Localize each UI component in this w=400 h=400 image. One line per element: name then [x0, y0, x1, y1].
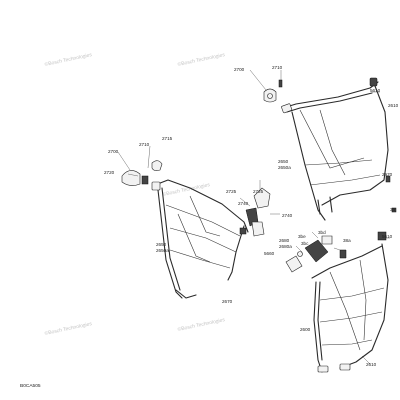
upper-right-door-frame [281, 77, 389, 221]
watermark: ©Bosch Technologies [44, 320, 93, 337]
watermark: ©Bosch Technologies [177, 51, 226, 68]
callout-label: 2740 [238, 201, 249, 206]
callout-label: 2680a [279, 244, 292, 249]
callout-label: 2715 [162, 136, 173, 141]
upper-hinge-parts [249, 69, 380, 103]
callout-label: 3bd [318, 230, 326, 235]
watermark-group: ©Bosch Technologies ©Bosch Technologies … [44, 51, 226, 337]
callout-label: 3be [298, 234, 306, 239]
drawing-code: B0CA505 [20, 383, 41, 389]
callout-label: 2725 [226, 189, 237, 194]
watermark: ©Bosch Technologies [177, 316, 226, 333]
callout-label: 2725 [253, 189, 264, 194]
callout-label: 5610 [370, 88, 381, 93]
left-hinge-parts [117, 145, 163, 186]
callout-label: 2650 [278, 159, 289, 164]
callout-label: 2700 [108, 149, 119, 154]
callout-label: 38a [343, 238, 351, 243]
latch-handle-parts [239, 180, 280, 237]
watermark: ©Bosch Technologies [44, 51, 93, 68]
callout-label: 2650 [156, 242, 167, 247]
lock-parts [285, 231, 347, 273]
callout-label: 2700 [234, 67, 245, 72]
callout-label: 2650a [156, 248, 169, 253]
callout-label: 3a [390, 207, 396, 212]
callout-label: 5660 [264, 251, 275, 256]
callout-label: 2670 [382, 172, 393, 177]
watermark: ©Bosch Technologies [162, 181, 211, 198]
callout-labels: 2700 2710 5610 2610 2650 2650a 2700 2710… [104, 65, 399, 367]
callout-label: 2600 [300, 327, 311, 332]
callout-label: 2610 [388, 103, 399, 108]
callout-label: 2610 [366, 362, 377, 367]
callout-label: 2670 [222, 299, 233, 304]
lower-right-door-frame [311, 231, 390, 373]
callout-label: 2680 [279, 238, 290, 243]
callout-label: 2710 [272, 65, 283, 70]
callout-label: 2720 [104, 170, 115, 175]
right-edge-parts [383, 172, 397, 213]
callout-label: 3bc [301, 241, 309, 246]
left-door-frame [151, 179, 249, 299]
callout-label: 2740 [282, 213, 293, 218]
callout-label: 2710 [139, 142, 150, 147]
callout-label: 5610 [382, 234, 393, 239]
callout-label: 2650a [278, 165, 291, 170]
